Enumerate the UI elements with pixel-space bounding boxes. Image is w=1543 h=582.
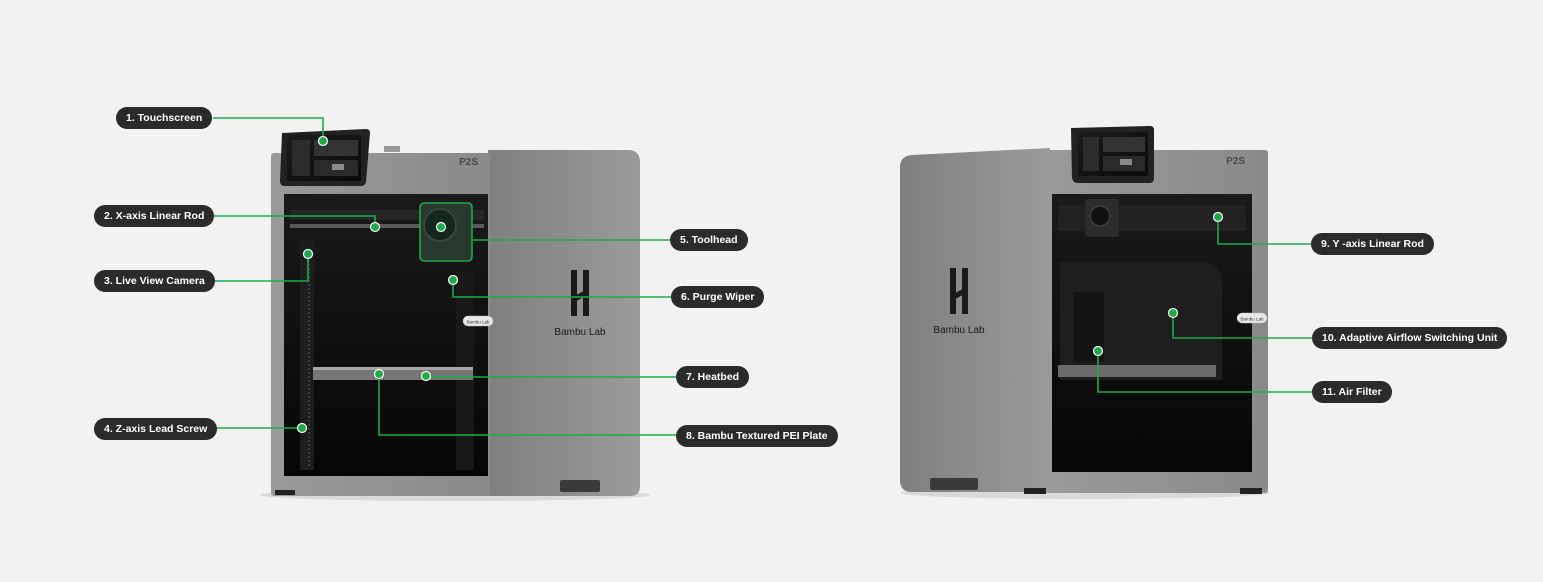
- rear-touchscreen: [1071, 126, 1154, 183]
- leader-y-axis-linear-rod: [1217, 217, 1311, 245]
- callout-air-filter: 11. Air Filter: [1312, 381, 1392, 403]
- rear-brand-text: Bambu Lab: [933, 325, 985, 336]
- dot-heatbed: [420, 370, 432, 382]
- callout-toolhead: 5. Toolhead: [670, 229, 748, 251]
- callout-live-view-camera: 3. Live View Camera: [94, 270, 215, 292]
- rear-model-badge: P2S: [1226, 156, 1245, 167]
- printer-rear-view: Bambu Lab P2S Bambu Lab: [900, 126, 1270, 499]
- leader-adaptive-airflow: [1172, 313, 1312, 339]
- callout-dots: [296, 135, 1224, 434]
- callout-purge-wiper: 6. Purge Wiper: [671, 286, 765, 308]
- leader-pei-plate: [378, 375, 676, 436]
- front-touchscreen: [280, 129, 370, 186]
- dot-purge-wiper: [447, 274, 459, 286]
- dot-live-view-camera: [302, 248, 314, 260]
- callout-heatbed: 7. Heatbed: [676, 366, 750, 388]
- front-printer-side-panel: [488, 150, 640, 496]
- dot-touchscreen: [317, 135, 329, 147]
- callout-adaptive-airflow-switching-unit: 10. Adaptive Airflow Switching Unit: [1312, 327, 1508, 349]
- leader-touchscreen: [213, 117, 324, 141]
- callout-leader-lines: [210, 117, 1312, 436]
- front-model-badge: P2S: [459, 157, 478, 168]
- dot-pei-plate: [373, 368, 385, 380]
- dot-toolhead: [435, 221, 447, 233]
- callout-z-axis-lead-screw: 4. Z-axis Lead Screw: [94, 418, 218, 440]
- dot-y-axis-linear-rod: [1212, 211, 1224, 223]
- front-brand-logo-icon: [571, 270, 589, 316]
- callout-x-axis-linear-rod: 2. X-axis Linear Rod: [94, 205, 215, 227]
- leader-live-view-camera: [210, 254, 309, 282]
- rear-printer-side-panel: [900, 148, 1050, 492]
- dot-z-axis-lead-screw: [296, 422, 308, 434]
- callout-touchscreen: 1. Touchscreen: [116, 107, 213, 129]
- printer-front-view: Bambu Lab P2S Bambu Lab: [260, 129, 650, 501]
- dot-adaptive-airflow: [1167, 307, 1179, 319]
- front-brand-text: Bambu Lab: [554, 327, 606, 338]
- front-door-badge: Bambu Lab: [466, 320, 490, 325]
- leader-air-filter: [1097, 351, 1312, 393]
- callout-bambu-textured-pei-plate: 8. Bambu Textured PEI Plate: [676, 425, 838, 447]
- rear-door-badge: Bambu Lab: [1240, 317, 1264, 322]
- leader-purge-wiper: [452, 280, 671, 298]
- rear-brand-logo-icon: [950, 268, 968, 314]
- callout-y-axis-linear-rod: 9. Y -axis Linear Rod: [1311, 233, 1434, 255]
- dot-x-axis-linear-rod: [369, 221, 381, 233]
- dot-air-filter: [1092, 345, 1104, 357]
